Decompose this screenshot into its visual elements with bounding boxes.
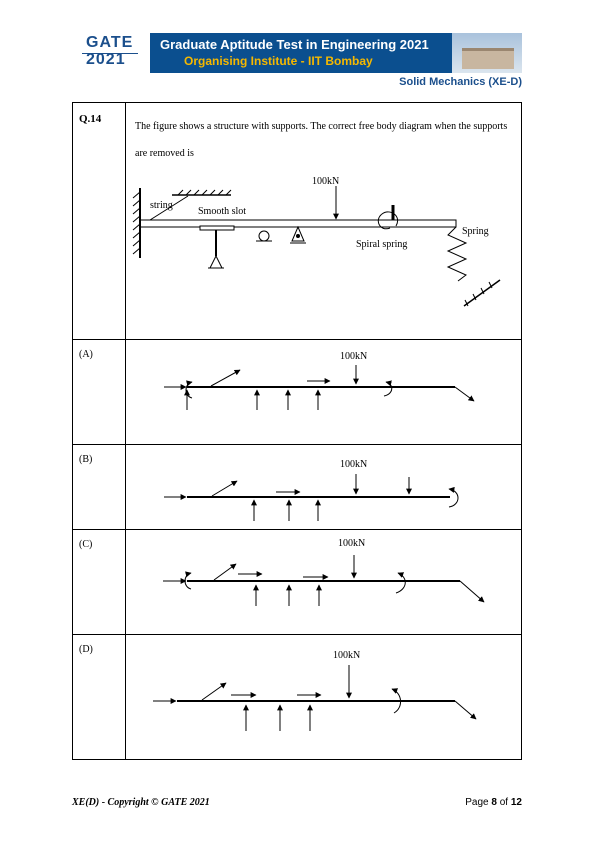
option-c-figure xyxy=(163,555,485,606)
logo-top-text: GATE xyxy=(86,34,134,51)
question-text: The figure shows a structure with suppor… xyxy=(135,121,508,159)
force-arrow xyxy=(211,480,238,497)
ceiling-hatch xyxy=(177,189,232,196)
page-of: of xyxy=(496,797,511,808)
label-smooth-slot: Smooth slot xyxy=(198,206,246,217)
row-divider xyxy=(73,529,521,530)
banner-subtitle: Organising Institute - IIT Bombay xyxy=(184,54,373,68)
force-arrow xyxy=(213,563,237,581)
option-c-load-label: 100kN xyxy=(338,538,365,549)
moment-arrow xyxy=(383,380,393,397)
option-b-figure xyxy=(164,474,459,521)
option-c-label: (C) xyxy=(79,539,93,550)
option-a-label: (A) xyxy=(79,349,93,360)
option-a-load-label: 100kN xyxy=(340,351,367,362)
footer-page-number: Page 8 of 12 xyxy=(465,797,522,808)
moment-arrow xyxy=(184,571,192,590)
pin-support xyxy=(291,225,305,242)
force-arrow xyxy=(210,369,241,387)
option-d-load-label: 100kN xyxy=(333,650,360,661)
force-arrow xyxy=(201,682,227,701)
string-line xyxy=(149,195,189,221)
header-banner: GATE 2021 Graduate Aptitude Test in Engi… xyxy=(72,33,522,73)
row-divider xyxy=(73,634,521,635)
roller xyxy=(258,230,270,242)
label-spring: Spring xyxy=(462,226,489,237)
option-a-figure xyxy=(164,365,475,410)
pin-hole xyxy=(296,234,300,238)
wall-hatch xyxy=(132,191,141,255)
banner-title: Graduate Aptitude Test in Engineering 20… xyxy=(160,37,429,52)
table-column-divider xyxy=(125,103,126,759)
logo-divider xyxy=(82,53,138,54)
label-string: string xyxy=(150,200,173,211)
spring-ground-hatch xyxy=(464,281,493,307)
page-prefix: Page xyxy=(465,797,492,808)
gate-logo: GATE 2021 xyxy=(72,33,150,73)
slot-pin xyxy=(209,255,223,269)
option-d-label: (D) xyxy=(79,644,93,655)
campus-building-icon xyxy=(462,48,514,69)
label-spiral-spring: Spiral spring xyxy=(356,239,407,250)
spiral-spring xyxy=(377,211,398,230)
slot-plate xyxy=(199,225,235,231)
moment-arrow xyxy=(391,688,401,714)
question-table: Q.14 The figure shows a structure with s… xyxy=(72,102,522,760)
campus-image xyxy=(452,33,522,73)
force-arrow xyxy=(454,386,475,402)
option-d-figure xyxy=(153,665,477,731)
page-total: 12 xyxy=(510,797,522,808)
coil-spring xyxy=(446,226,468,282)
option-b-label: (B) xyxy=(79,454,93,465)
question-structure-figure xyxy=(132,186,501,307)
paper-label: Solid Mechanics (XE-D) xyxy=(399,76,522,88)
row-divider xyxy=(73,339,521,340)
moment-arrow xyxy=(185,380,193,399)
moment-arrow xyxy=(448,486,459,508)
force-arrow xyxy=(454,700,477,720)
label-load: 100kN xyxy=(312,176,339,187)
question-number: Q.14 xyxy=(79,113,102,125)
moment-arrow xyxy=(395,572,406,594)
option-b-load-label: 100kN xyxy=(340,459,367,470)
row-divider xyxy=(73,444,521,445)
logo-bottom-text: 2021 xyxy=(86,51,126,68)
question-figure-labels: string Smooth slot 100kN Spiral spring S… xyxy=(150,176,489,250)
spring-ground xyxy=(463,279,501,307)
footer-copyright: XE(D) - Copyright © GATE 2021 xyxy=(72,797,210,808)
page-current: 8 xyxy=(491,797,497,808)
force-arrow xyxy=(459,580,485,603)
